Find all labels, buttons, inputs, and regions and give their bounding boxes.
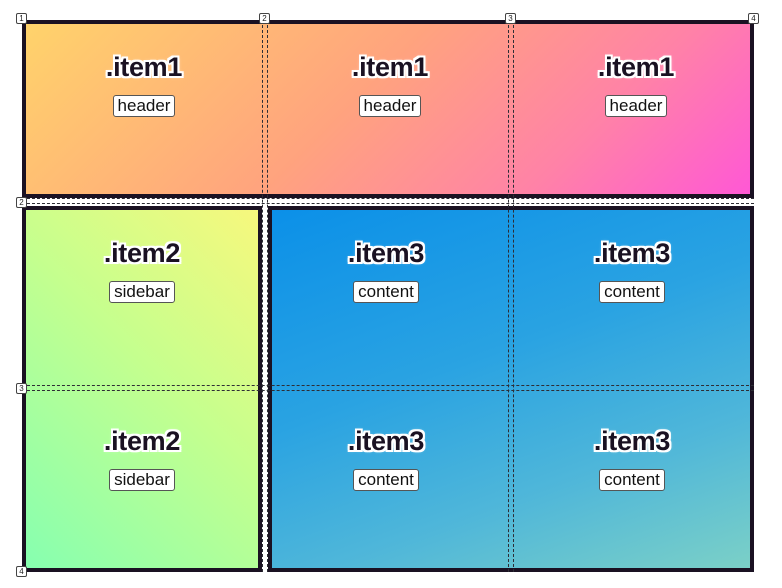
column-line-4-badge: 4 bbox=[748, 13, 759, 24]
grid-line-row-2-bottom bbox=[22, 203, 754, 205]
grid-line-row-2-top bbox=[22, 198, 754, 200]
column-line-1-badge: 1 bbox=[16, 13, 27, 24]
column-line-2-badge: 2 bbox=[259, 13, 270, 24]
row-line-4-badge: 4 bbox=[16, 566, 27, 577]
sidebar-area bbox=[22, 206, 262, 572]
row-line-3-badge: 3 bbox=[16, 383, 27, 394]
header-area bbox=[22, 20, 754, 198]
column-line-3-badge: 3 bbox=[505, 13, 516, 24]
content-area bbox=[268, 206, 754, 572]
row-line-2-badge: 2 bbox=[16, 197, 27, 208]
